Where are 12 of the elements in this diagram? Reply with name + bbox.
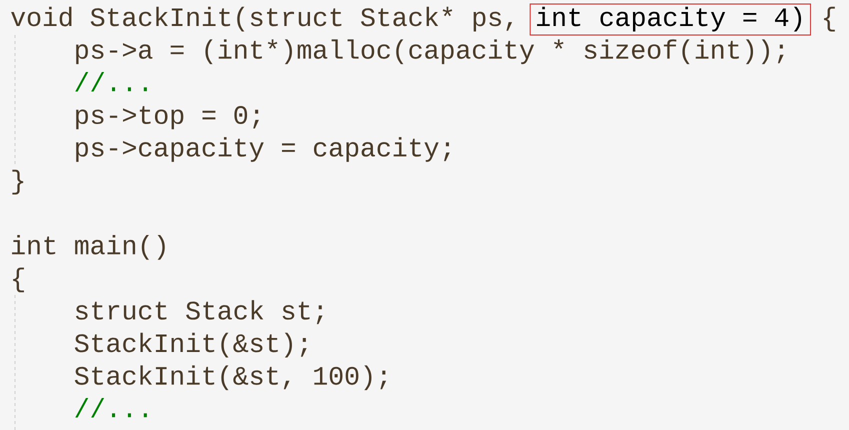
code-line: ps->a = (int*)malloc(capacity * sizeof(int)); [76,39,784,64]
code-line: { [13,268,24,292]
code-line: struct Stack st; [76,300,322,324]
highlight-box: int capacity = 4) [530,4,812,36]
code-line: StackInit(&st); [74,332,307,358]
code-line: //... [75,398,147,418]
code-line: } [12,170,24,194]
code-line: ps->top = 0; [76,106,259,130]
code-line: int main() [12,234,165,260]
code-line: //... [75,72,147,92]
code-line: ps->capacity = capacity; [76,137,450,162]
code-line: StackInit(&st, 100); [74,365,386,390]
